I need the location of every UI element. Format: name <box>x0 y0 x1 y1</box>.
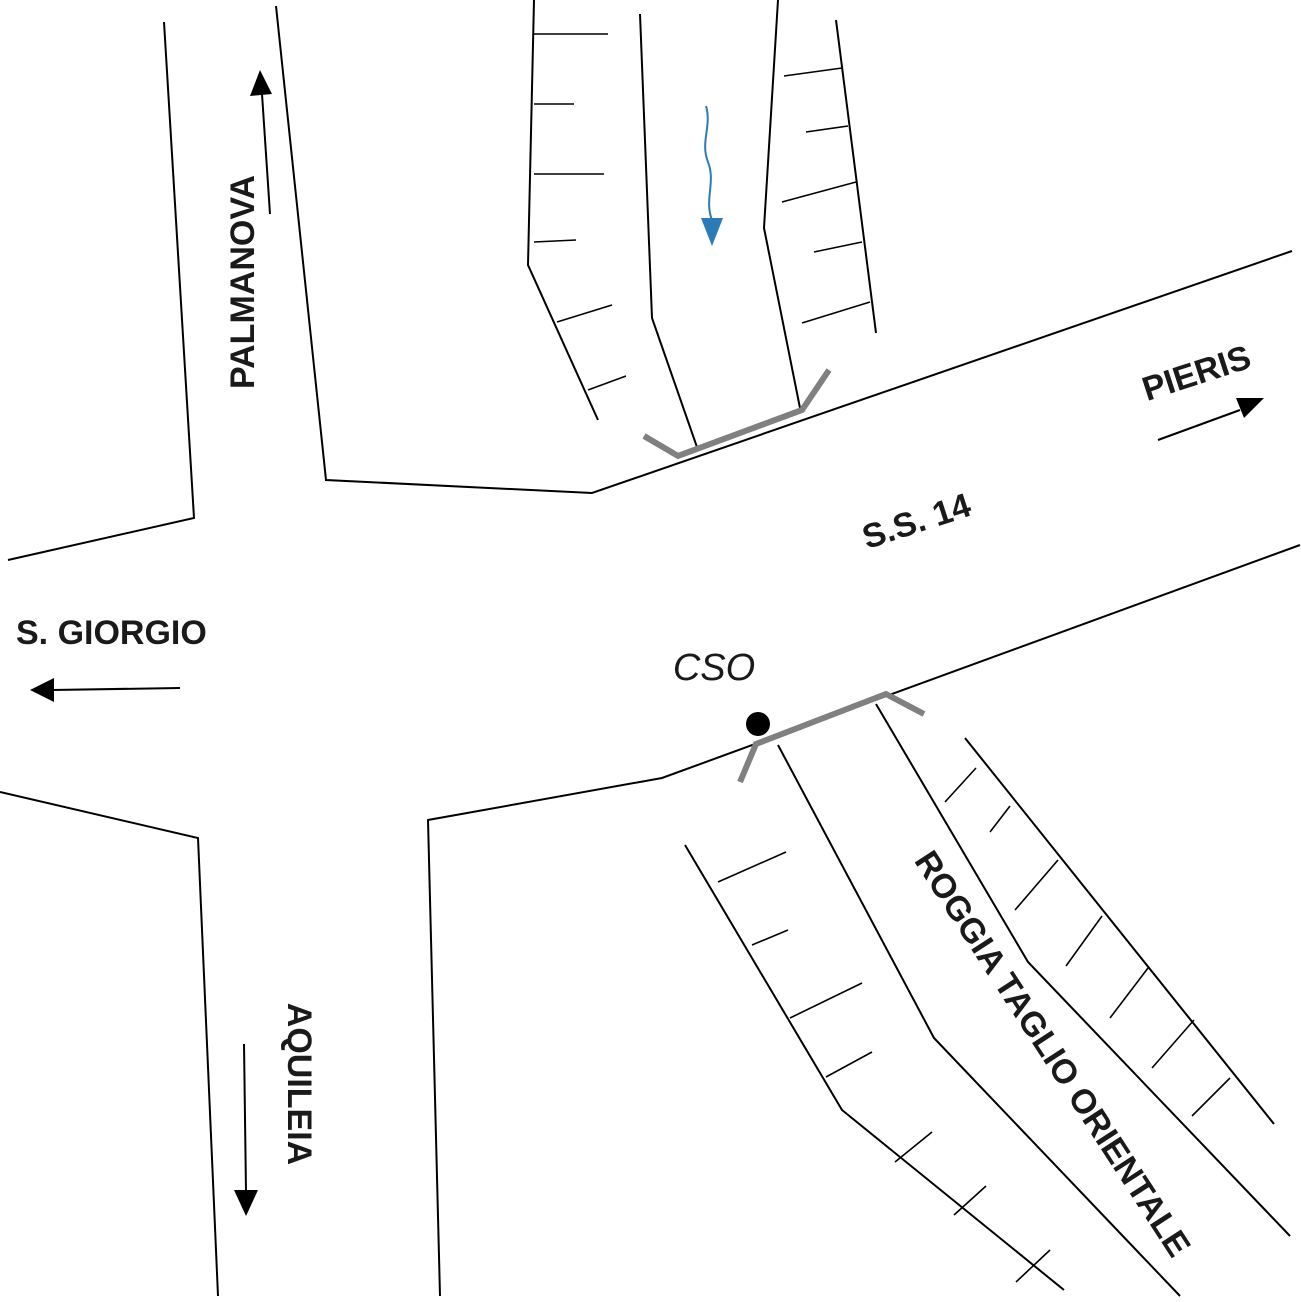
aquileia-road-west-edge <box>0 791 219 1297</box>
north-canal-bank-ticks <box>533 33 871 391</box>
south-canal-outer-east-bank <box>964 737 1275 1125</box>
north-canal-inner-east-bank <box>762 0 801 409</box>
san-giorgio-label: S. GIORGIO <box>16 614 207 652</box>
palmanova-direction-arrow-icon <box>250 70 272 215</box>
cso-outfall-dot-icon <box>746 712 770 736</box>
palmanova-road-west-edge <box>7 21 196 561</box>
palmanova-label: PALMANOVA <box>224 175 262 389</box>
aquileia-label: AQUILEIA <box>280 1003 318 1165</box>
north-canal-outer-east-bank <box>835 19 877 334</box>
road-network <box>0 5 1301 1297</box>
north-canal <box>526 0 877 451</box>
south-canal-inner-east-bank <box>875 703 1291 1237</box>
south-bridge <box>737 690 926 784</box>
cso-label: CSO <box>673 647 755 689</box>
south-canal-inner-west-bank <box>777 744 1181 1297</box>
ss14-label: S.S. 14 <box>858 486 976 557</box>
pieris-direction-arrow-icon <box>1157 398 1264 441</box>
south-canal-outer-west-bank <box>684 844 1065 1291</box>
aquileia-direction-arrow-icon <box>234 1043 258 1216</box>
flow-direction-arrow-icon <box>701 105 723 246</box>
south-canal <box>684 703 1291 1297</box>
palmanova-road-east-edge <box>275 5 1293 495</box>
south-canal-bank-ticks <box>717 767 1231 1283</box>
north-canal-inner-west-bank <box>639 13 699 451</box>
aquileia-road-east-edge <box>426 544 1301 1297</box>
san-giorgio-direction-arrow-icon <box>30 678 181 702</box>
north-bridge <box>642 368 832 460</box>
north-canal-outer-west-bank <box>526 0 599 421</box>
